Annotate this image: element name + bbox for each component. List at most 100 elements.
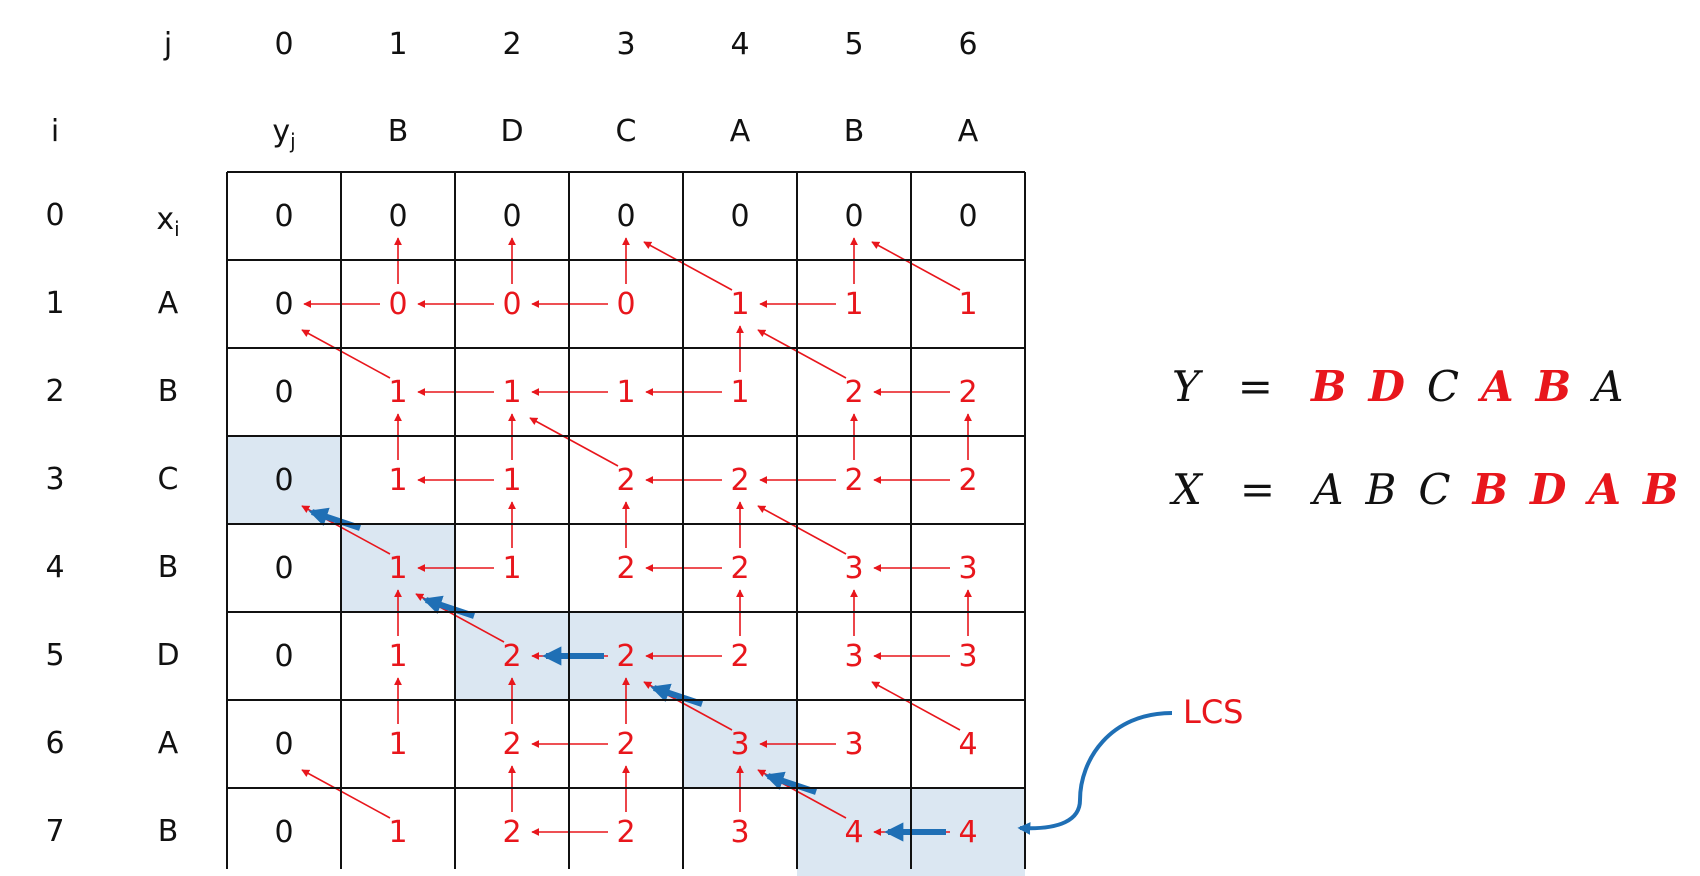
lcs-callout-arrow (1017, 711, 1173, 835)
diagonal-arrow (301, 329, 391, 379)
cell-3-3: 2 (616, 462, 636, 498)
diagonal-arrow (529, 417, 619, 467)
cell-2-1: 1 (388, 374, 408, 410)
cell-1-2: 0 (502, 286, 522, 322)
cell-5-4: 2 (730, 638, 750, 674)
cell-2-4: 1 (730, 374, 750, 410)
i-index-2: 2 (45, 374, 65, 409)
i-index-3: 3 (45, 462, 65, 497)
i-index-6: 6 (45, 726, 65, 761)
cell-7-2: 2 (502, 814, 522, 850)
cell-1-3: 0 (616, 286, 636, 322)
i-index-7: 7 (45, 814, 65, 849)
x-char-6: B (1642, 465, 1679, 514)
x-char-3: B (1472, 465, 1508, 514)
lcs-path-arrow (764, 771, 817, 795)
cell-5-6: 3 (958, 638, 978, 674)
cell-6-2: 2 (502, 726, 522, 762)
y-char-0: B (1310, 362, 1347, 411)
diagonal-arrow (643, 241, 733, 291)
x-char-4: D (1529, 465, 1567, 514)
j-index-4: 4 (730, 27, 750, 62)
lcs-path-arrow (308, 507, 361, 531)
cell-4-2: 1 (502, 550, 522, 586)
x-char-5: D (156, 638, 180, 673)
cell-5-1: 1 (388, 638, 408, 674)
x-char-1: B (1365, 465, 1397, 514)
cell-0-4: 0 (730, 198, 750, 234)
cell-0-3: 0 (616, 198, 636, 234)
y-char-5: A (1593, 362, 1624, 411)
i-index-5: 5 (45, 638, 65, 673)
cell-2-5: 2 (844, 374, 864, 410)
y-char-3: A (1481, 362, 1514, 411)
x-char-5: A (1588, 465, 1621, 514)
lcs-path-arrow (422, 595, 475, 619)
y-char-3: C (615, 114, 637, 149)
cell-6-6: 4 (958, 726, 978, 762)
y-variable: Y (1172, 362, 1200, 411)
cell-7-4: 3 (730, 814, 750, 850)
y-char-2: D (500, 114, 524, 149)
cell-5-0: 0 (274, 638, 294, 674)
cell-2-0: 0 (274, 374, 294, 410)
diagonal-arrow (871, 681, 961, 731)
cell-6-5: 3 (844, 726, 864, 762)
cell-4-0: 0 (274, 550, 294, 586)
cell-7-0: 0 (274, 814, 294, 850)
y-label: yj (272, 114, 296, 153)
i-index-1: 1 (45, 286, 65, 321)
cell-0-1: 0 (388, 198, 408, 234)
diagonal-arrow (757, 329, 847, 379)
cell-1-0: 0 (274, 286, 294, 322)
j-index-2: 2 (502, 27, 522, 62)
lcs-path-arrow (650, 683, 703, 707)
y-char-4: A (729, 114, 751, 149)
x-variable: X (1172, 465, 1202, 514)
cell-4-5: 3 (844, 550, 864, 586)
i-index-0: 0 (45, 198, 65, 233)
cell-3-4: 2 (730, 462, 750, 498)
cell-5-5: 3 (844, 638, 864, 674)
cell-1-5: 1 (844, 286, 864, 322)
j-index-5: 5 (844, 27, 864, 62)
x-char-3: C (157, 462, 179, 497)
x-char-1: A (157, 286, 179, 321)
x-char-2: C (1418, 465, 1451, 514)
diagonal-arrow (301, 769, 391, 819)
cell-3-6: 2 (958, 462, 978, 498)
cell-6-3: 2 (616, 726, 636, 762)
y-char-4: B (1535, 362, 1572, 411)
x-char-2: B (157, 374, 179, 409)
i-index-4: 4 (45, 550, 65, 585)
x-label: xi (156, 202, 180, 241)
cell-0-2: 0 (502, 198, 522, 234)
cell-1-6: 1 (958, 286, 978, 322)
j-index-3: 3 (616, 27, 636, 62)
j-index-0: 0 (274, 27, 294, 62)
y-char-5: B (843, 114, 865, 149)
cell-6-0: 0 (274, 726, 294, 762)
x-char-7: B (157, 814, 179, 849)
cell-4-3: 2 (616, 550, 636, 586)
y-char-1: D (1368, 362, 1405, 411)
j-index-6: 6 (958, 27, 978, 62)
equals-sign: = (1239, 465, 1276, 514)
cell-2-3: 1 (616, 374, 636, 410)
j-index-1: 1 (388, 27, 408, 62)
x-char-0: A (1313, 465, 1344, 514)
cell-3-1: 1 (388, 462, 408, 498)
y-char-6: A (957, 114, 979, 149)
cell-2-6: 2 (958, 374, 978, 410)
cell-0-6: 0 (958, 198, 978, 234)
cell-2-2: 1 (502, 374, 522, 410)
cell-3-5: 2 (844, 462, 864, 498)
cell-7-1: 1 (388, 814, 408, 850)
cell-1-4: 1 (730, 286, 750, 322)
cell-6-1: 1 (388, 726, 408, 762)
cell-4-4: 2 (730, 550, 750, 586)
i-axis-label: i (50, 114, 60, 149)
cell-3-2: 1 (502, 462, 522, 498)
